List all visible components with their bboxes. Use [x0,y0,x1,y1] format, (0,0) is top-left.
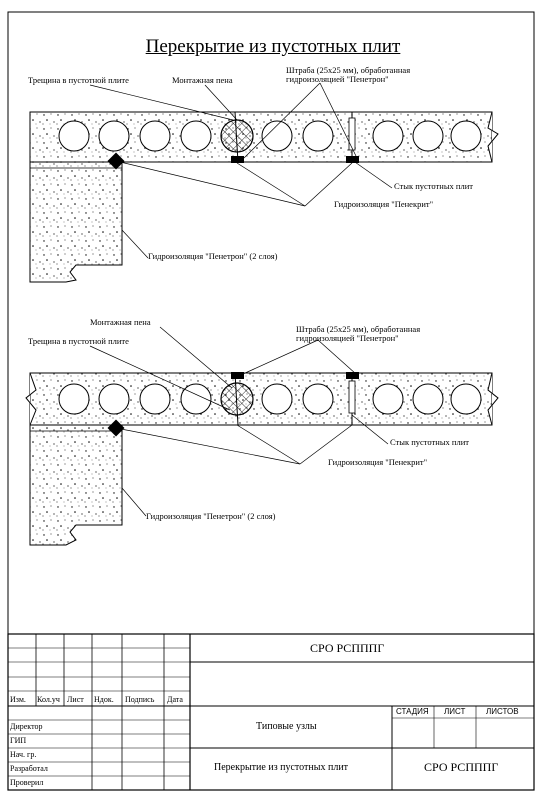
groove-1a [231,156,244,163]
diagram-1 [29,82,499,283]
drawing-title: Перекрытие из пустотных плит [145,36,401,57]
wall-1 [29,161,123,283]
stamp-stage-header: СТАДИЯ [396,707,429,716]
stamp-role-nachgr: Нач. гр. [10,750,37,759]
label-foam-2: Монтажная пена [90,317,151,327]
label-penekrit-1: Гидроизоляция "Пенекрит" [334,199,434,209]
stamp-drawing-name: Перекрытие из пустотных плит [214,762,349,773]
stamp-col-podpis: Подпись [125,695,155,704]
stamp-role-director: Директор [10,722,43,731]
diagram-2 [25,326,499,546]
hollow-cores-1 [58,120,482,152]
groove-1b [346,156,359,163]
groove-2b [346,372,359,379]
label-groove-2-line1: Штраба (25x25 мм), обработанная [296,324,421,334]
stamp-org-bottom: СРО РСПППГ [424,760,499,774]
label-crack-1: Трещина в пустотной плите [28,75,129,85]
title-block [7,633,535,791]
label-penetron-2: Гидроизоляция "Пенетрон" (2 слоя) [146,511,276,521]
stamp-col-list: Лист [67,695,84,704]
label-penekrit-2: Гидроизоляция "Пенекрит" [328,457,428,467]
label-foam-1: Монтажная пена [172,75,233,85]
stamp-col-izm: Изм. [10,695,26,704]
label-joint-1: Стык пустотных плит [394,181,473,191]
label-crack-2: Трещина в пустотной плите [28,336,129,346]
stamp-role-razrabotal: Разработал [10,764,48,773]
stamp-role-gip: ГИП [10,736,27,745]
hollow-cores-2 [58,383,482,415]
stamp-role-proveril: Проверил [10,778,44,787]
groove-2a [231,372,244,379]
stamp-col-data: Дата [167,695,183,704]
label-groove-2-line2: гидроизоляцией "Пенетрон" [296,333,399,343]
wall-2 [29,424,123,546]
stamp-sheets-header: ЛИСТОВ [486,707,519,716]
stamp-col-ndok: Ндок. [94,695,114,704]
stamp-org-top: СРО РСПППГ [310,641,385,655]
label-groove-1-line2: гидроизоляцией "Пенетрон" [286,74,389,84]
stamp-col-koluch: Кол.уч [37,695,60,704]
stamp-project-name: Типовые узлы [256,721,317,732]
stamp-sheet-header: ЛИСТ [444,707,466,716]
label-joint-2: Стык пустотных плит [390,437,469,447]
label-groove-1-line1: Штраба (25x25 мм), обработанная [286,65,411,75]
label-penetron-1: Гидроизоляция "Пенетрон" (2 слоя) [148,251,278,261]
